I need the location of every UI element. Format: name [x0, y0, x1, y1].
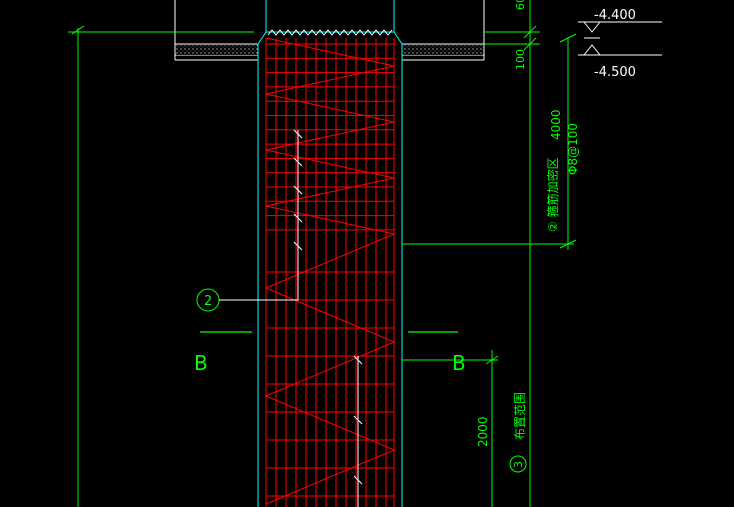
spiral-segment: [265, 341, 395, 397]
spiral-segment: [265, 233, 395, 289]
dim-100-text: 100: [514, 49, 527, 70]
section-label-left: B: [194, 351, 208, 375]
spiral-segment: [265, 37, 395, 67]
callout-3-circle: [509, 455, 527, 473]
callout-3-ticks: [353, 355, 363, 485]
callout-2-leader: [219, 130, 299, 301]
callout-2-number: 2: [204, 294, 212, 309]
left-dimension-line: [68, 25, 254, 507]
stirrup-densify-text: ② 箍筋加密区: [545, 157, 560, 232]
arrange-range-text: 布置范围: [513, 392, 527, 440]
right-dimension-chain: [402, 0, 577, 507]
leader-tick: [353, 475, 363, 485]
rebar-cage: [265, 37, 395, 507]
ground-slab-left: [174, 0, 258, 61]
spiral-segment: [265, 449, 395, 505]
callout-2-ticks: [293, 129, 303, 251]
leader-tick: [353, 355, 363, 365]
elevation-marker: [578, 21, 662, 56]
section-label-right: B: [452, 351, 466, 375]
leader-tick: [353, 415, 363, 425]
spiral-segment: [265, 395, 395, 451]
leader-tick: [293, 213, 303, 223]
spiral-segment: [265, 287, 395, 343]
ground-slab-right: [402, 0, 485, 61]
leader-tick: [293, 157, 303, 167]
dim-2000-text: 2000: [476, 416, 490, 447]
spiral-segment: [265, 177, 395, 207]
leader-tick: [293, 241, 303, 251]
leader-tick: [293, 129, 303, 139]
dim-60-text: 60: [514, 0, 527, 10]
leader-tick: [293, 185, 303, 195]
rebar-spec-text: Φ8@100: [566, 123, 580, 175]
callout-3-number: 3: [512, 461, 525, 468]
spiral-segment: [265, 65, 395, 95]
elevation-bottom-label: -4.500: [594, 65, 636, 80]
pile-break-line: [267, 29, 393, 36]
spiral-segment: [265, 205, 395, 235]
pile-outline: [257, 0, 403, 507]
spiral-segment: [265, 149, 395, 179]
dim-4000-text: 4000: [549, 109, 563, 140]
spiral-segment: [265, 93, 395, 123]
spiral-segment: [265, 121, 395, 151]
elevation-top-label: -4.400: [594, 8, 636, 23]
